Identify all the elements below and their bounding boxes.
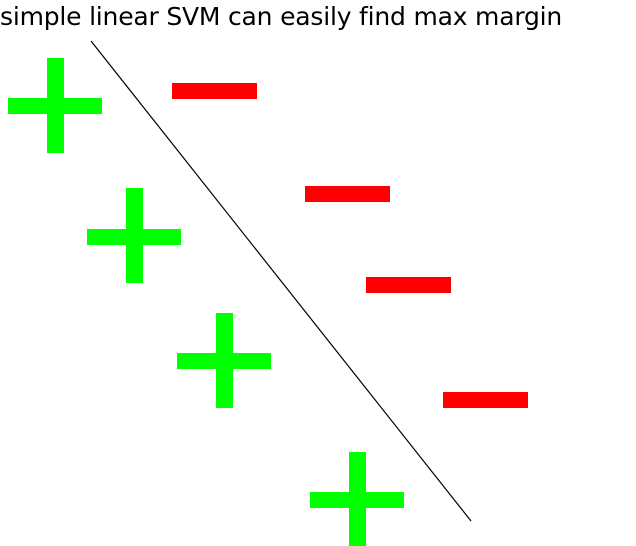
positive-sample-2 — [87, 188, 181, 283]
negative-sample-2 — [305, 186, 390, 202]
diagram-title: simple linear SVM can easily find max ma… — [0, 2, 563, 31]
positive-sample-3 — [177, 313, 271, 408]
negative-sample-4 — [443, 392, 528, 408]
positive-sample-1 — [8, 58, 102, 153]
negative-sample-3 — [366, 277, 451, 293]
negative-sample-1 — [172, 83, 257, 99]
decision-boundary-line — [90, 40, 472, 522]
positive-sample-4 — [310, 452, 404, 546]
